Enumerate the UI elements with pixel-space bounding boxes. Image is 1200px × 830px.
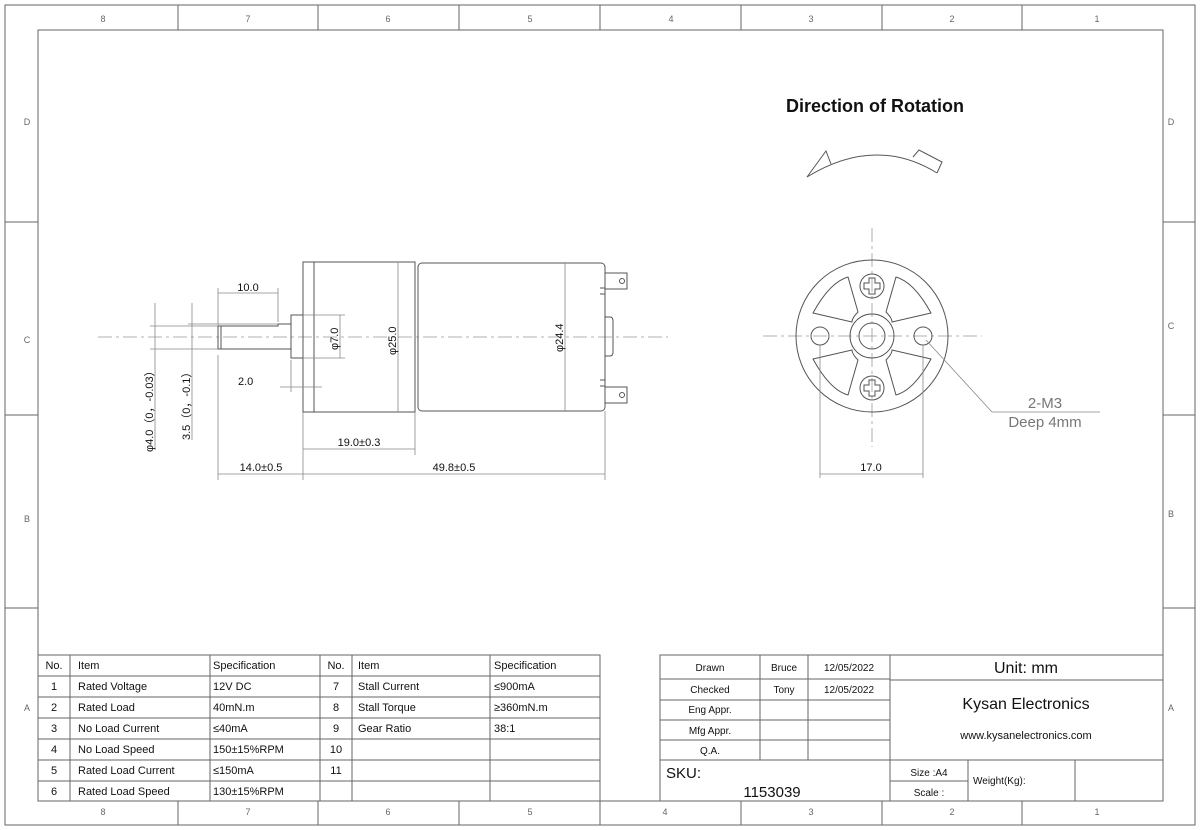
spec-cell: No Load Speed — [78, 744, 154, 756]
size-label: Size :A4 — [910, 768, 948, 779]
spec-cell: 40mN.m — [213, 702, 255, 714]
svg-text:5: 5 — [527, 14, 532, 24]
spec-cell: 3 — [51, 723, 57, 735]
dim-motor-diameter: φ24.4 — [554, 323, 566, 352]
dim-shaft-total: 14.0±0.5 — [240, 462, 283, 474]
spec-cell: 11 — [330, 765, 341, 777]
spec-cell: 2 — [51, 702, 57, 714]
spec-cell: Rated Load — [78, 702, 135, 714]
approval-date: 12/05/2022 — [824, 685, 874, 696]
spec-header: Specification — [494, 660, 556, 672]
spec-cell: ≤40mA — [213, 723, 248, 735]
svg-text:D: D — [24, 117, 31, 127]
spec-cell: Rated Voltage — [78, 681, 147, 693]
dim-gearbox-diameter: φ25.0 — [387, 326, 399, 355]
spec-cell: Stall Current — [358, 681, 419, 693]
approval-date: 12/05/2022 — [824, 663, 874, 674]
approval-role: Checked — [690, 685, 729, 696]
svg-text:1: 1 — [1094, 14, 1099, 24]
dim-shaft-length: 10.0 — [237, 282, 258, 294]
spec-cell: ≤150mA — [213, 765, 255, 777]
spec-cell: 9 — [333, 723, 339, 735]
sku-label: SKU: — [666, 765, 701, 782]
dim-shaft-diameter: φ4.0（0，-0.03） — [143, 365, 156, 452]
svg-text:1: 1 — [1094, 807, 1099, 817]
svg-text:C: C — [1168, 321, 1175, 331]
spec-cell: Gear Ratio — [358, 723, 411, 735]
approval-role: Eng Appr. — [688, 705, 731, 716]
svg-text:3: 3 — [808, 807, 813, 817]
spec-header: No. — [45, 660, 62, 672]
svg-text:B: B — [1168, 509, 1174, 519]
spec-cell: 10 — [330, 744, 342, 756]
unit-label: Unit: mm — [994, 660, 1058, 677]
svg-text:C: C — [24, 335, 31, 345]
weight-label: Weight(Kg): — [973, 776, 1026, 787]
hole-note-depth: Deep 4mm — [1008, 414, 1081, 431]
hole-note-thread: 2-M3 — [1028, 395, 1062, 412]
spec-cell: 4 — [51, 744, 57, 756]
motor-end-view: 2-M3 Deep 4mm 17.0 — [763, 228, 1100, 478]
dim-hub-diameter: φ7.0 — [329, 328, 341, 350]
spec-cell: No Load Current — [78, 723, 159, 735]
svg-text:7: 7 — [245, 807, 250, 817]
spec-header: Item — [78, 660, 99, 672]
approval-name: Tony — [773, 685, 794, 696]
spec-cell: 1 — [51, 681, 57, 693]
svg-text:2: 2 — [949, 14, 954, 24]
svg-text:D: D — [1168, 117, 1175, 127]
spec-cell: 150±15%RPM — [213, 744, 284, 756]
spec-cell: 7 — [333, 681, 339, 693]
svg-text:7: 7 — [245, 14, 250, 24]
motor-side-view: 10.0 φ4.0（0，-0.03） 3.5（0，-0.1） 2.0 φ7.0 … — [98, 261, 668, 480]
svg-text:4: 4 — [668, 14, 673, 24]
spec-cell: 38:1 — [494, 723, 515, 735]
svg-text:B: B — [24, 514, 30, 524]
spec-cell: 12V DC — [213, 681, 252, 693]
spec-cell: Rated Load Current — [78, 765, 175, 777]
dim-hole-spacing: 17.0 — [860, 462, 881, 474]
svg-text:A: A — [1168, 703, 1174, 713]
approval-role: Drawn — [696, 663, 725, 674]
spec-cell: ≥360mN.m — [494, 702, 548, 714]
company-website: www.kysanelectronics.com — [959, 730, 1091, 742]
spec-cell: 6 — [51, 786, 57, 798]
dim-hub-length: 2.0 — [238, 376, 253, 388]
svg-text:5: 5 — [527, 807, 532, 817]
dim-shaft-flat: 3.5（0，-0.1） — [180, 367, 193, 440]
approval-name: Bruce — [771, 663, 798, 674]
zone-labels: 8 7 6 5 4 3 2 1 8 7 6 5 4 3 2 1 D C B A D C B A — [24, 14, 1175, 817]
svg-text:8: 8 — [100, 807, 105, 817]
scale-label: Scale : — [914, 788, 945, 799]
spec-table: No. Item Specification No. Item Specification… — [37, 654, 601, 802]
spec-cell: 8 — [333, 702, 339, 714]
rotation-arrow-icon — [806, 149, 943, 178]
spec-header: No. — [327, 660, 344, 672]
approval-role: Mfg Appr. — [689, 726, 731, 737]
svg-text:3: 3 — [808, 14, 813, 24]
rotation-title: Direction of Rotation — [786, 96, 964, 116]
spec-cell: Rated Load Speed — [78, 786, 170, 798]
dim-body-length: 49.8±0.5 — [433, 462, 476, 474]
company-name: Kysan Electronics — [962, 696, 1089, 713]
spec-cell: ≤900mA — [494, 681, 536, 693]
svg-text:4: 4 — [662, 807, 667, 817]
spec-header: Specification — [213, 660, 275, 672]
approval-role: Q.A. — [700, 746, 720, 757]
svg-text:2: 2 — [949, 807, 954, 817]
spec-cell: 130±15%RPM — [213, 786, 284, 798]
svg-text:8: 8 — [100, 14, 105, 24]
svg-text:6: 6 — [385, 807, 390, 817]
spec-cell: Stall Torque — [358, 702, 416, 714]
spec-cell: 5 — [51, 765, 57, 777]
spec-header: Item — [358, 660, 379, 672]
svg-text:A: A — [24, 703, 30, 713]
svg-text:6: 6 — [385, 14, 390, 24]
sku-value: 1153039 — [743, 784, 800, 801]
zone-dividers — [5, 5, 1195, 825]
dim-gearbox-length: 19.0±0.3 — [338, 437, 381, 449]
